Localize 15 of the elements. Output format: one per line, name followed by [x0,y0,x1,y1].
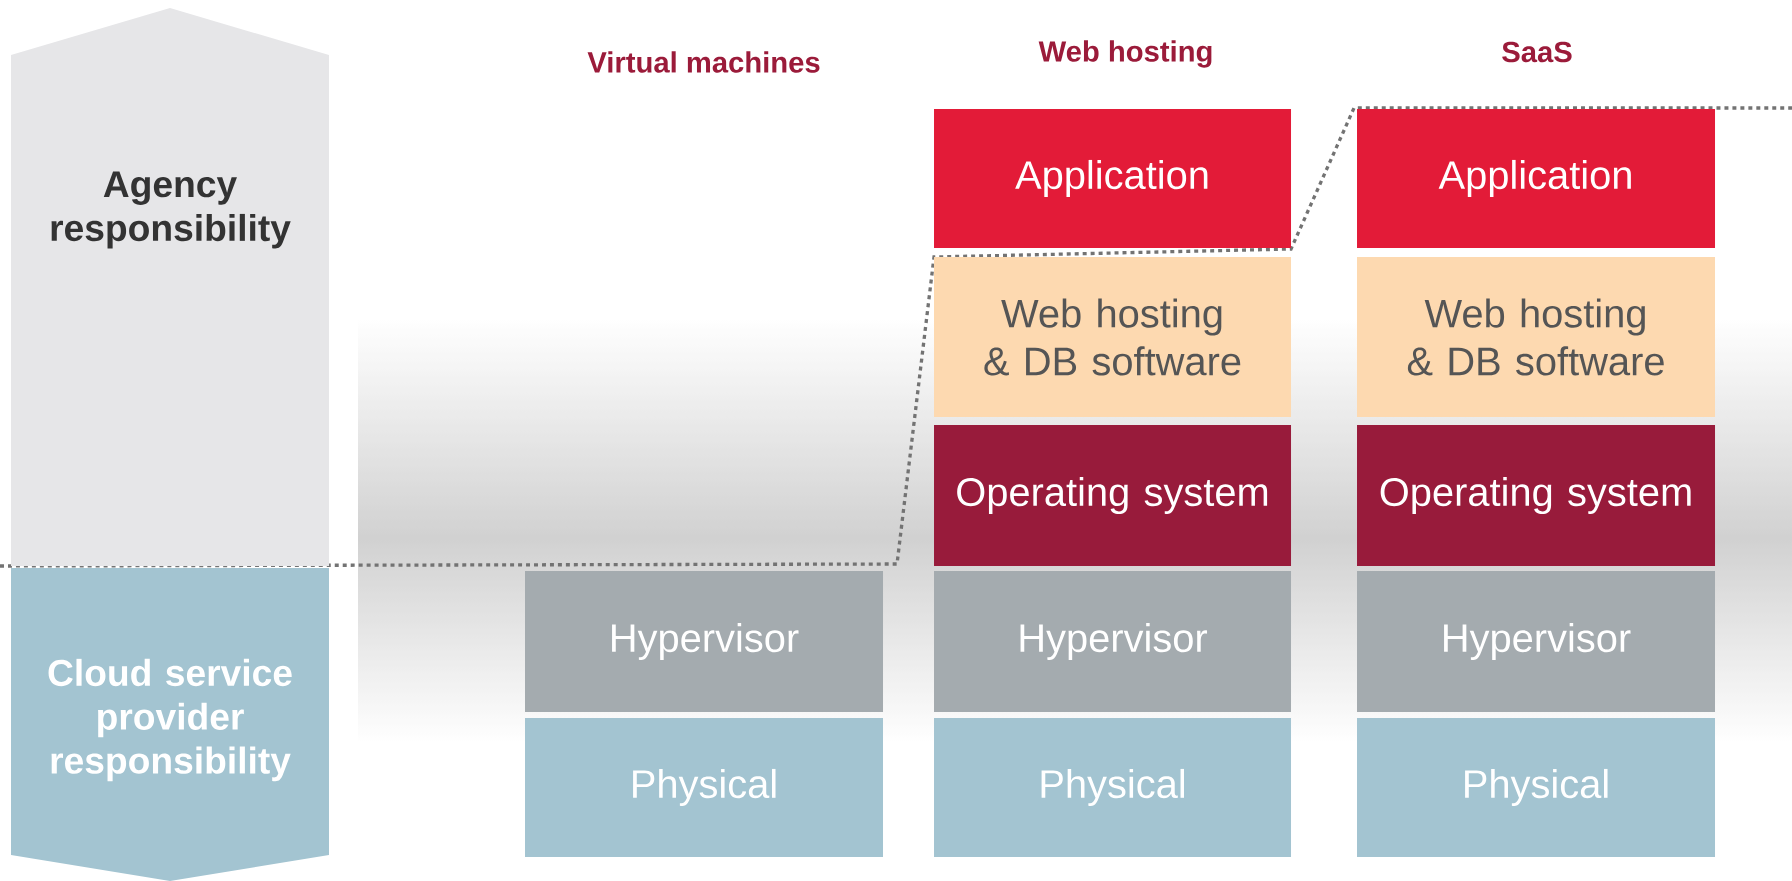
column-heading: Virtual machines [587,51,820,73]
layer-box: Hypervisor [1357,571,1715,712]
column-heading: Web hosting [1038,40,1212,68]
layer-box: Hypervisor [934,571,1291,712]
layer-box: Physical [525,718,883,857]
layer-box: Application [934,109,1291,248]
layer-box: Hypervisor [525,571,883,712]
layer-box: Web hosting & DB software [1357,257,1715,417]
layer-box: Application [1357,109,1715,248]
layer-box: Physical [1357,718,1715,857]
layer-box: Operating system [934,425,1291,566]
layer-box: Web hosting & DB software [934,257,1291,417]
layer-box: Physical [934,718,1291,857]
column-heading: SaaS [1502,41,1572,63]
layer-box: Operating system [1357,425,1715,566]
